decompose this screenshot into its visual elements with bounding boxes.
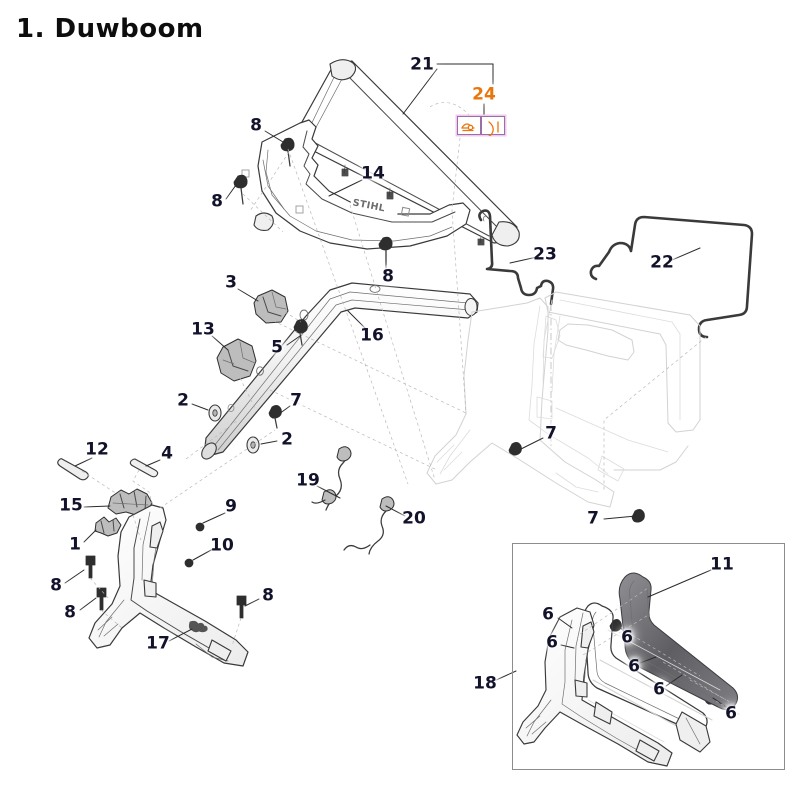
part-1-clamp-bracket: [94, 516, 122, 537]
callout-8-e: 8: [64, 602, 76, 623]
callout-19: 19: [296, 470, 320, 491]
callout-5: 5: [271, 337, 283, 358]
callout-17: 17: [146, 633, 170, 654]
callout-8-d: 8: [50, 575, 62, 596]
callout-6-b: 6: [621, 627, 633, 648]
part-22-wire-rod: [589, 215, 754, 339]
inset-assembly-18: [516, 572, 739, 767]
callout-21: 21: [410, 54, 434, 75]
callout-8-b: 8: [211, 191, 223, 212]
callout-18: 18: [473, 673, 497, 694]
part-19-cable: [311, 446, 352, 511]
screw-7b: [508, 442, 522, 456]
callout-2-b: 2: [281, 429, 293, 450]
rivet-10: [184, 558, 194, 568]
part-3-cable-clip: [253, 289, 289, 324]
part-20-cable: [343, 496, 395, 555]
screw-8d: [85, 555, 96, 579]
callout-7-a: 7: [290, 390, 302, 411]
screw-8e: [96, 587, 107, 611]
swatch-icons: [461, 121, 499, 136]
part-2-washers: [208, 404, 260, 454]
callout-8-c: 8: [382, 266, 394, 287]
callout-6-a: 6: [542, 604, 554, 625]
callout-8-a: 8: [250, 115, 262, 136]
screw-8b: [233, 174, 248, 205]
inset-frame-18: [512, 543, 785, 770]
callout-9: 9: [225, 496, 237, 517]
callout-7-c: 7: [587, 508, 599, 529]
callout-7-b: 7: [545, 423, 557, 444]
part-23-wire-rod: [478, 209, 555, 306]
callout-20: 20: [402, 508, 426, 529]
leader-lines: [64, 63, 743, 717]
swatch-divider: [480, 117, 482, 134]
callout-24: 24: [472, 84, 496, 105]
pin-4: [129, 458, 159, 478]
part-21-frame-wedge: [296, 59, 520, 247]
highlighted-hardware-swatch[interactable]: [457, 116, 505, 136]
screw-7a: [268, 405, 282, 429]
callout-6-d: 6: [628, 656, 640, 677]
callout-14: 14: [361, 163, 385, 184]
callout-4: 4: [161, 443, 173, 464]
callout-2-a: 2: [177, 390, 189, 411]
callout-6-e: 6: [653, 679, 665, 700]
callout-22: 22: [650, 252, 674, 273]
callout-10: 10: [210, 535, 234, 556]
callout-8-f: 8: [262, 585, 274, 606]
callout-13: 13: [191, 319, 215, 340]
callout-6-f: 6: [725, 703, 737, 724]
callout-15: 15: [59, 495, 83, 516]
callout-16: 16: [360, 325, 384, 346]
callout-11: 11: [710, 554, 734, 575]
ghost-handle-assembly: [426, 291, 701, 508]
callout-6-c: 6: [546, 632, 558, 653]
screw-8f: [236, 595, 247, 619]
rivet-9: [195, 522, 205, 532]
part-17-handle-lower: [88, 504, 249, 667]
callout-3: 3: [225, 272, 237, 293]
callout-23: 23: [533, 244, 557, 265]
screw-7c: [631, 509, 645, 523]
part-16-handle-tube: [201, 282, 479, 460]
callout-1: 1: [69, 534, 81, 555]
part-14-handle-upper: STIHL: [241, 119, 471, 250]
callout-12: 12: [85, 439, 109, 460]
page-title: 1. Duwboom: [16, 14, 204, 44]
pin-12: [57, 458, 89, 481]
